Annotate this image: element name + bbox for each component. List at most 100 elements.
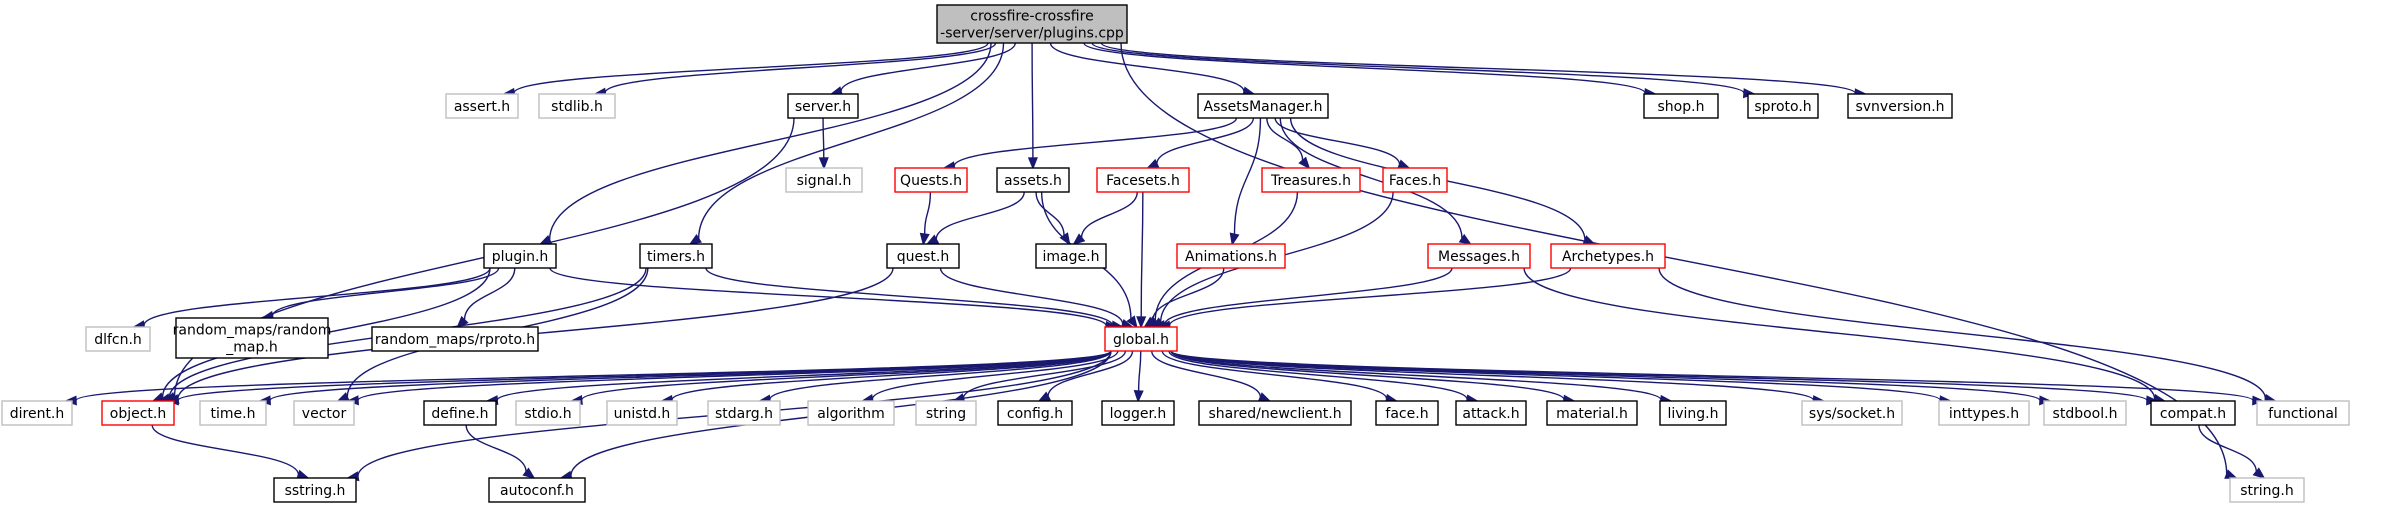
node-svnversion[interactable]: svnversion.h — [1847, 93, 1953, 119]
node-box — [483, 243, 557, 269]
edge-line — [671, 350, 1112, 401]
node-label: define.h — [431, 406, 488, 422]
edge-global-to-logger — [1133, 350, 1144, 403]
edge-line — [1233, 117, 1262, 235]
edge-define-to-autoconf — [465, 424, 536, 480]
node-archetypes[interactable]: Archetypes.h — [1550, 243, 1666, 269]
node-label: inttypes.h — [1949, 406, 2019, 422]
node-label: unistd.h — [614, 406, 671, 422]
node-label: logger.h — [1110, 406, 1167, 422]
edge-arrowhead — [1072, 233, 1086, 246]
node-object[interactable]: object.h — [101, 400, 175, 426]
node-label: time.h — [211, 406, 256, 422]
node-faces[interactable]: Faces.h — [1382, 167, 1448, 193]
node-box — [2043, 400, 2127, 426]
edge-server-to-signal — [818, 117, 829, 170]
node-image[interactable]: image.h — [1035, 243, 1107, 269]
node-label: plugin.h — [492, 249, 549, 265]
node-quest[interactable]: quest.h — [886, 243, 960, 269]
node-messages[interactable]: Messages.h — [1427, 243, 1531, 269]
edge-line — [496, 350, 1112, 401]
node-assets[interactable]: assets.h — [996, 167, 1070, 193]
node-assetsmanager[interactable]: AssetsManager.h — [1197, 93, 1329, 119]
node-shop[interactable]: shop.h — [1643, 93, 1719, 119]
node-box — [293, 400, 355, 426]
node-label: Treasures.h — [1270, 173, 1351, 189]
edge-line — [580, 350, 1112, 401]
node-facesets[interactable]: Facesets.h — [1096, 167, 1190, 193]
node-living[interactable]: living.h — [1659, 400, 1727, 426]
edge-arrowhead — [1397, 159, 1411, 169]
node-root[interactable]: crossfire-crossfire-server/server/plugin… — [936, 4, 1128, 44]
node-signal: signal.h — [785, 167, 863, 193]
node-stdio: stdio.h — [515, 400, 581, 426]
edge-line — [705, 267, 1114, 326]
node-label: algorithm — [817, 406, 885, 422]
node-box — [515, 400, 581, 426]
node-logger[interactable]: logger.h — [1101, 400, 1175, 426]
node-config[interactable]: config.h — [997, 400, 1073, 426]
node-quests[interactable]: Quests.h — [894, 167, 968, 193]
node-stringh: string.h — [2229, 477, 2305, 503]
node-compat[interactable]: compat.h — [2150, 400, 2236, 426]
node-box — [894, 167, 968, 193]
edge-animations-to-global — [1143, 267, 1225, 329]
node-rproto[interactable]: random_maps/rproto.h — [371, 326, 539, 352]
node-label: shop.h — [1658, 99, 1705, 115]
node-material[interactable]: material.h — [1546, 400, 1638, 426]
node-label: vector — [302, 406, 347, 422]
node-box — [199, 400, 267, 426]
node-label: global.h — [1113, 332, 1169, 348]
node-label: string — [926, 406, 966, 422]
node-define[interactable]: define.h — [423, 400, 497, 426]
node-label: shared/newclient.h — [1208, 406, 1341, 422]
edge-line — [2198, 424, 2257, 472]
node-inttypes: inttypes.h — [1938, 400, 2030, 426]
node-global[interactable]: global.h — [1104, 326, 1178, 352]
node-treasures[interactable]: Treasures.h — [1261, 167, 1361, 193]
node-syssocket: sys/socket.h — [1801, 400, 1903, 426]
edge-arrowhead — [919, 232, 930, 246]
edge-line — [1031, 42, 1034, 159]
node-label: compat.h — [2160, 406, 2226, 422]
node-box — [488, 477, 586, 503]
node-newclient[interactable]: shared/newclient.h — [1198, 400, 1352, 426]
node-server[interactable]: server.h — [787, 93, 859, 119]
edge-line — [1170, 350, 1662, 401]
node-random_map[interactable]: random_maps/random_map.h — [173, 317, 332, 359]
node-label: living.h — [1667, 406, 1718, 422]
edge-assets-to-image — [1035, 191, 1071, 246]
node-box — [1382, 167, 1448, 193]
edge-line — [1170, 350, 1815, 401]
node-box — [2256, 400, 2350, 426]
node-label: -server/server/plugins.cpp — [940, 26, 1124, 42]
node-sproto[interactable]: sproto.h — [1747, 93, 1819, 119]
edge-line — [1151, 350, 1262, 398]
edge-line — [271, 267, 500, 317]
node-box — [1261, 167, 1361, 193]
node-box — [936, 4, 1128, 44]
edge-line — [1120, 42, 2228, 475]
node-box — [538, 93, 616, 119]
node-box — [273, 477, 357, 503]
node-dlfcn: dlfcn.h — [85, 326, 151, 352]
node-box — [1938, 400, 2030, 426]
node-label: config.h — [1007, 406, 1063, 422]
node-label: _map.h — [225, 340, 277, 356]
node-vector: vector — [293, 400, 355, 426]
node-face[interactable]: face.h — [1375, 400, 1439, 426]
edge-line — [697, 42, 1005, 239]
node-timers[interactable]: timers.h — [639, 243, 713, 269]
node-sstring[interactable]: sstring.h — [273, 477, 357, 503]
node-autoconf[interactable]: autoconf.h — [488, 477, 586, 503]
edge-plugin-to-random_map — [260, 267, 500, 321]
node-animations[interactable]: Animations.h — [1176, 243, 1286, 269]
node-attack[interactable]: attack.h — [1455, 400, 1527, 426]
node-plugin[interactable]: plugin.h — [483, 243, 557, 269]
node-unistd: unistd.h — [606, 400, 678, 426]
edge-facesets-to-global — [1136, 191, 1147, 329]
node-box — [85, 326, 151, 352]
node-box — [915, 400, 977, 426]
node-box — [1427, 243, 1531, 269]
node-string: string — [915, 400, 977, 426]
